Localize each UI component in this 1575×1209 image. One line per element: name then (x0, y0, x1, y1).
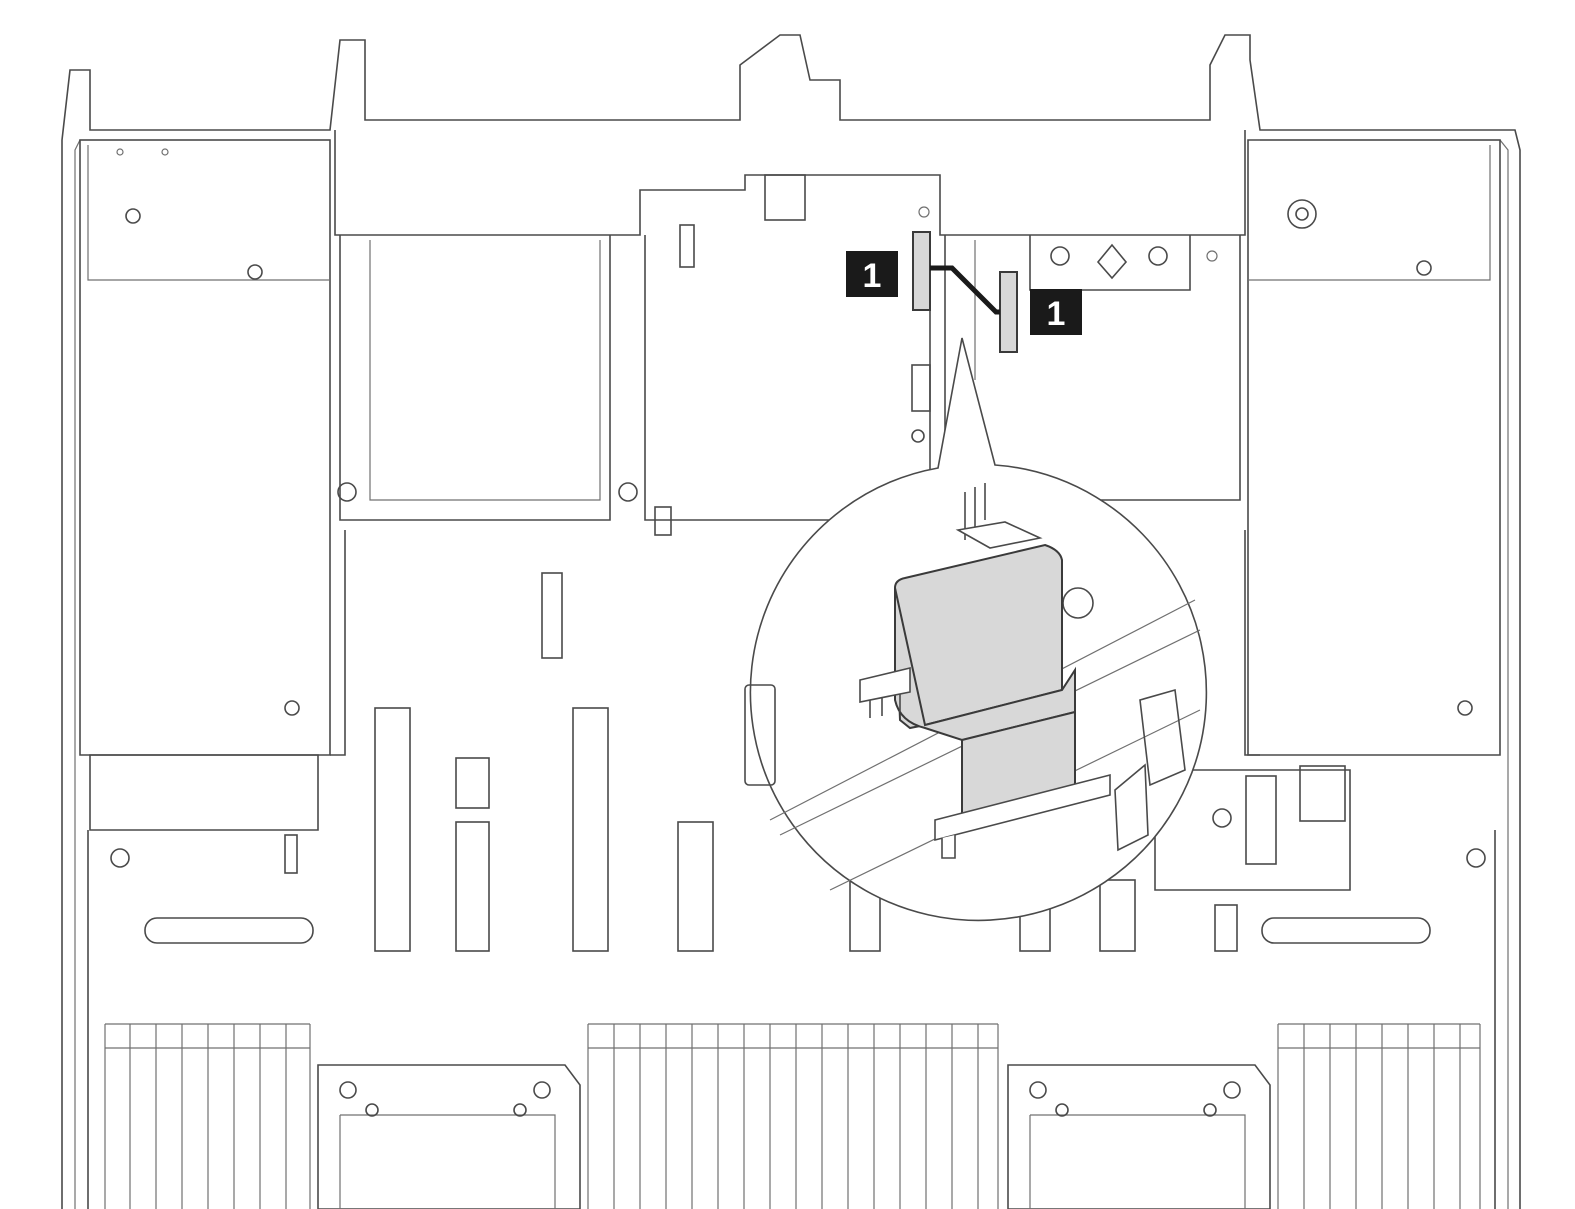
cable-line (930, 265, 1000, 315)
cable-connector-end-a (912, 231, 931, 311)
handles (144, 917, 1431, 944)
cable-connector-end-b (999, 271, 1018, 353)
pcie-slots (374, 572, 1238, 952)
magnified-detail (744, 337, 1208, 922)
callout-1b-label: 1 (1047, 295, 1066, 333)
callout-1a: 1 (846, 251, 898, 297)
callout-1b: 1 (1030, 289, 1082, 335)
callout-1a-label: 1 (863, 257, 882, 295)
dimm-slots (104, 1023, 1481, 1209)
io-board (1154, 765, 1351, 891)
right-psu-bay (1247, 139, 1501, 756)
motherboard (87, 530, 1496, 1209)
cable-route (912, 231, 1018, 353)
processor-sockets (317, 1064, 1271, 1209)
drive-cage (334, 130, 1246, 536)
left-psu-bay (79, 139, 331, 831)
